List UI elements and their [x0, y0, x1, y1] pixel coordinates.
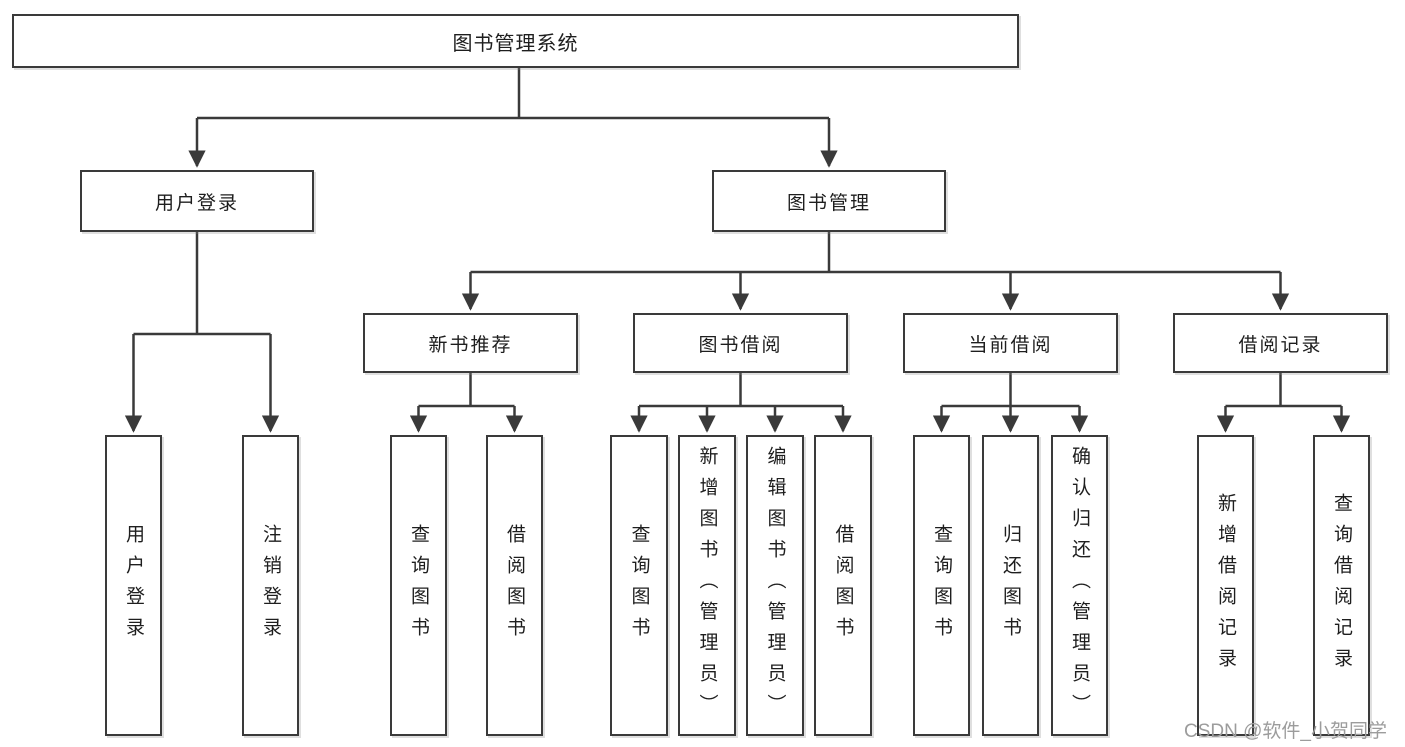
leaf-query-books-current: 查询图书: [913, 435, 970, 736]
leaf-label: 归还图书: [1000, 523, 1021, 648]
node-label: 图书管理: [786, 192, 871, 214]
node-label: 图书借阅: [698, 334, 783, 356]
node-label: 当前借阅: [968, 334, 1053, 356]
leaf-label: 查询图书: [931, 523, 952, 648]
node-label: 借阅记录: [1238, 334, 1323, 356]
node-current-borrowing: 当前借阅: [903, 313, 1118, 373]
leaf-return-books: 归还图书: [982, 435, 1039, 736]
node-book-management: 图书管理: [712, 170, 946, 232]
connector-book-mgmt-children: [461, 232, 1290, 311]
leaf-edit-books-admin: 编辑图书（管理员）: [746, 435, 804, 736]
leaf-label: 查询图书: [628, 523, 650, 648]
leaf-add-borrow-record: 新增借阅记录: [1197, 435, 1254, 736]
connector-user-login-children: [124, 232, 280, 433]
leaf-user-login: 用户登录: [105, 435, 162, 736]
leaf-label: 用户登录: [123, 523, 144, 648]
connector-new-rec-children: [409, 373, 524, 433]
leaf-label: 确认归还（管理员）: [1069, 446, 1090, 725]
leaf-label: 借阅图书: [504, 523, 525, 648]
leaf-query-borrow-record: 查询借阅记录: [1313, 435, 1370, 736]
leaf-query-books-borrowing: 查询图书: [610, 435, 668, 736]
connector-records-children: [1216, 373, 1351, 433]
node-library-management-system: 图书管理系统: [12, 14, 1019, 68]
leaf-borrow-books-recommend: 借阅图书: [486, 435, 543, 736]
leaf-label: 借阅图书: [832, 523, 854, 648]
leaf-label: 编辑图书（管理员）: [764, 446, 786, 725]
node-borrowing-records: 借阅记录: [1173, 313, 1388, 373]
connector-borrowing-children: [630, 373, 852, 433]
leaf-query-books-recommend: 查询图书: [390, 435, 447, 736]
node-label: 新书推荐: [428, 334, 513, 356]
connector-root-to-level2: [188, 68, 838, 168]
node-book-borrowing: 图书借阅: [633, 313, 848, 373]
leaf-label: 新增借阅记录: [1215, 492, 1236, 679]
leaf-label: 新增图书（管理员）: [696, 446, 718, 725]
leaf-label: 注销登录: [260, 523, 281, 648]
leaf-confirm-return-admin: 确认归还（管理员）: [1051, 435, 1108, 736]
connector-current-children: [932, 373, 1089, 433]
node-user-login: 用户登录: [80, 170, 314, 232]
node-label: 图书管理系统: [452, 32, 579, 55]
leaf-logout: 注销登录: [242, 435, 299, 736]
leaf-add-books-admin: 新增图书（管理员）: [678, 435, 736, 736]
node-new-book-recommendation: 新书推荐: [363, 313, 578, 373]
csdn-watermark: CSDN @软件_小贺同学: [1184, 721, 1387, 742]
leaf-borrow-books: 借阅图书: [814, 435, 872, 736]
leaf-label: 查询图书: [408, 523, 429, 648]
node-label: 用户登录: [154, 192, 239, 214]
leaf-label: 查询借阅记录: [1331, 492, 1352, 679]
